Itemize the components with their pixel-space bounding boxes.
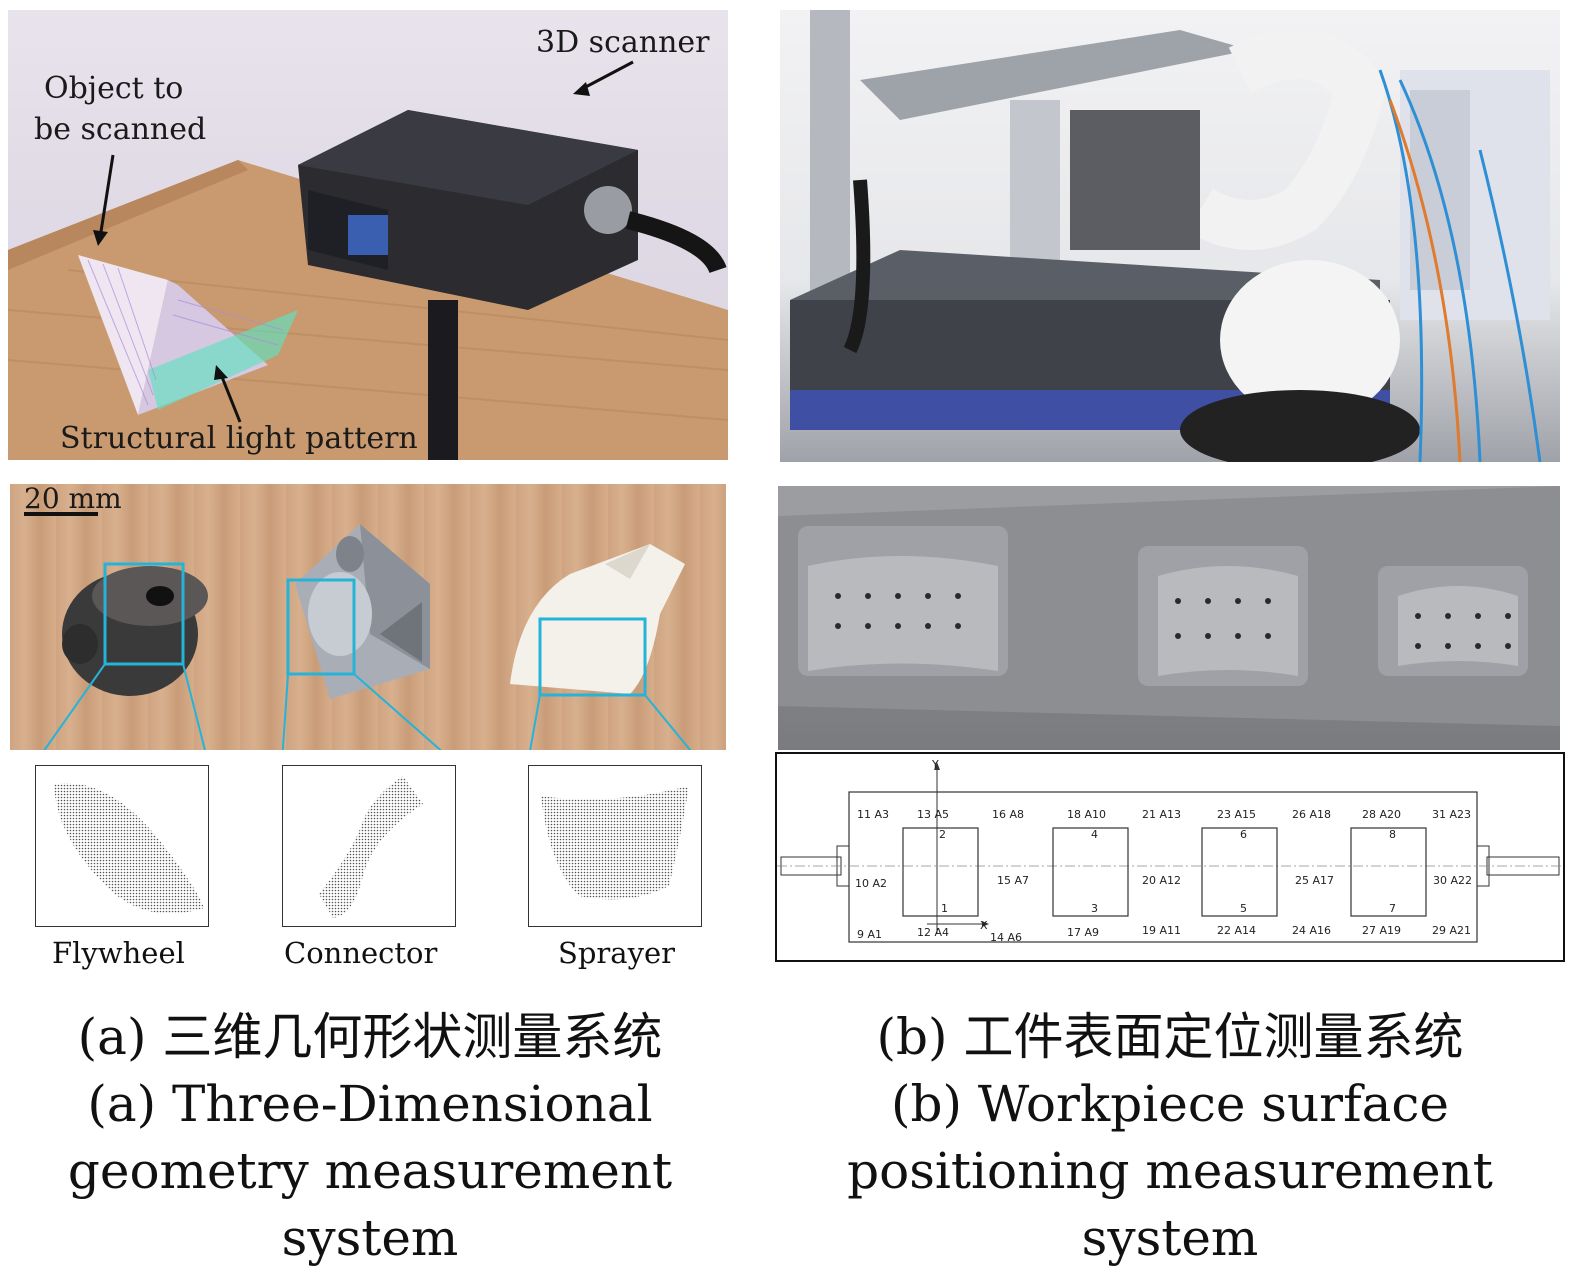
sprayer-point-cloud [528,765,702,927]
object-label-flywheel: Flywheel [52,936,185,970]
objects-photo: 20 mm [10,484,726,750]
diagram-point: 26 A18 [1292,808,1331,821]
caption-b-en-line1: (b) Workpiece surface [891,1075,1449,1133]
diagram-axis-x: X [980,919,988,932]
diagram-cell-number: 1 [941,902,948,915]
scanner-photo-art [8,60,728,460]
caption-a-en-line3: system [281,1209,459,1267]
diagram-cell-number: 5 [1240,902,1247,915]
positioning-diagram: Y X 11 A3 13 A5 16 A8 18 A10 21 A13 23 A… [775,752,1565,962]
diagram-point: 13 A5 [917,808,949,821]
diagram-point: 11 A3 [857,808,889,821]
diagram-cell-number: 2 [939,828,946,841]
diagram-point: 30 A22 [1433,874,1472,887]
diagram-point: 18 A10 [1067,808,1106,821]
diagram-point: 31 A23 [1432,808,1471,821]
diagram-point: 12 A4 [917,926,949,939]
diagram-point: 28 A20 [1362,808,1401,821]
light-pattern-label: Structural light pattern [60,421,418,456]
scale-bar-label: 20 mm [24,484,122,515]
plate-photo-art [778,486,1560,726]
diagram-cell-number: 6 [1240,828,1247,841]
caption-a-en-line2: geometry measurement [67,1142,673,1200]
diagram-cell-number: 8 [1389,828,1396,841]
diagram-cell-number: 3 [1091,902,1098,915]
connector-cloud-art [319,776,423,918]
diagram-point: 23 A15 [1217,808,1256,821]
diagram-point: 17 A9 [1067,926,1099,939]
workpiece-plate-photo [778,486,1560,750]
diagram-art: Y X 11 A3 13 A5 16 A8 18 A10 21 A13 23 A… [777,758,1563,944]
object-label-connector: Connector [284,936,438,970]
robot-photo-art [790,10,1550,462]
object-label-line1: Object to [44,71,184,106]
diagram-point: 14 A6 [990,931,1022,944]
objects-photo-art [24,512,692,750]
diagram-cell-number: 4 [1091,828,1098,841]
diagram-point: 21 A13 [1142,808,1181,821]
flywheel-point-cloud [35,765,209,927]
diagram-point: 16 A8 [992,808,1024,821]
caption-a-en-line1: (a) Three-Dimensional [87,1075,653,1133]
diagram-point: 22 A14 [1217,924,1256,937]
caption-b-zh: (b) 工件表面定位测量系统 [876,1008,1464,1066]
diagram-point: 20 A12 [1142,874,1181,887]
scanner-label: 3D scanner [536,25,710,60]
diagram-point: 10 A2 [855,877,887,890]
diagram-point: 25 A17 [1295,874,1334,887]
object-label-line2: be scanned [34,112,207,147]
diagram-point: 29 A21 [1432,924,1471,937]
caption-a-zh: (a) 三维几何形状测量系统 [77,1008,663,1066]
diagram-point: 15 A7 [997,874,1029,887]
diagram-axis-y: Y [931,758,939,771]
diagram-point: 19 A11 [1142,924,1181,937]
diagram-cell-number: 7 [1389,902,1396,915]
diagram-point: 9 A1 [857,928,882,941]
flywheel-cloud-art [54,783,204,914]
sprayer-cloud-art [541,786,689,900]
connector-point-cloud [282,765,456,927]
caption-b-en-line3: system [1081,1209,1259,1267]
object-label-sprayer: Sprayer [558,936,675,970]
robot-photo [780,10,1560,462]
diagram-point: 24 A16 [1292,924,1331,937]
scanner-photo: Object to be scanned 3D scanner Structur… [8,10,728,460]
diagram-point: 27 A19 [1362,924,1401,937]
caption-b-en-line2: positioning measurement [847,1142,1493,1200]
